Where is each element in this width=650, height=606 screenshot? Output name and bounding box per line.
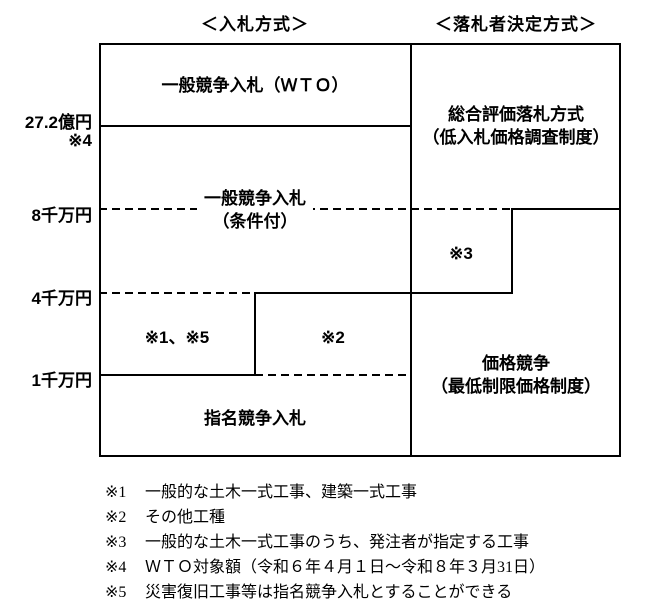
threshold-272-oku-yen: 27.2億円 [24,113,92,132]
footnote-3-text: 一般的な土木一式工事のうち、発注者が指定する工事 [145,534,530,551]
footnote-4-mark: ※4 [105,559,127,576]
footnote-4: ※4 ＷＴＯ対象額（令和６年４月１日～令和８年３月31日） [105,555,545,580]
cell-open-bidding-wto: 一般競争入札（ＷＴＯ） [161,76,349,95]
comprehensive-evaluation-line2: （低入札価格調査制度） [422,128,610,147]
footnote-5-mark: ※5 [105,584,127,601]
diagram-outer-border [99,43,621,457]
cell-note2-mark: ※2 [321,328,345,347]
threshold-10-million-yen: 1千万円 [31,371,92,390]
cell-note1-note5-mark: ※1、※5 [144,328,210,347]
footnote-5-text: 災害復旧工事等は指名競争入札とすることができる [145,584,513,601]
header-award-decision-method: ＜落札者決定方式＞ [435,15,597,34]
threshold-note4-mark: ※4 [68,131,92,150]
cell-price-competition: 価格競争 （最低制限価格制度） [411,352,621,398]
footnote-4-text: ＷＴＯ対象額（令和６年４月１日～令和８年３月31日） [145,559,546,576]
footnote-1-text: 一般的な土木一式工事、建築一式工事 [145,484,418,501]
open-bidding-conditional-line2: （条件付） [205,210,305,233]
open-bidding-conditional-line1: 一般競争入札 [197,187,313,210]
note1-note2-divider [254,292,256,376]
footnote-5: ※5 災害復旧工事等は指名競争入札とすることができる [105,580,545,605]
cell-comprehensive-evaluation: 総合評価落札方式 （低入札価格調査制度） [411,103,621,149]
price-competition-line2: （最低制限価格制度） [431,377,601,396]
footnote-2-text: その他工種 [145,509,226,526]
header-bidding-method: ＜入札方式＞ [201,15,309,34]
threshold-40-million-yen: 4千万円 [31,289,92,308]
line-10-million-dashed [255,374,411,376]
cell-designated-bidding: 指名競争入札 [204,409,306,428]
column-divider-line [410,43,412,457]
line-272-oku-solid [99,125,411,127]
comprehensive-evaluation-line1: 総合評価落札方式 [448,105,584,124]
footnote-3-mark: ※3 [105,534,127,551]
footnotes-block: ※1 一般的な土木一式工事、建築一式工事 ※2 その他工種 ※3 一般的な土木一… [105,480,545,605]
footnote-2-mark: ※2 [105,509,127,526]
footnote-1-mark: ※1 [105,484,127,501]
line-10-million-solid [99,374,255,376]
cell-open-bidding-conditional: 一般競争入札 （条件付） [99,187,411,233]
footnote-1: ※1 一般的な土木一式工事、建築一式工事 [105,480,545,505]
line-40-million-solid [255,292,513,294]
line-40-million-dashed [99,292,255,294]
footnote-2: ※2 その他工種 [105,505,545,530]
note3-box-right-edge [511,208,513,294]
threshold-80-million-yen: 8千万円 [31,206,92,225]
cell-note3-mark: ※3 [449,244,473,263]
line-80-million-solid-right [511,208,621,210]
footnote-3: ※3 一般的な土木一式工事のうち、発注者が指定する工事 [105,530,545,555]
price-competition-line1: 価格競争 [482,354,550,373]
